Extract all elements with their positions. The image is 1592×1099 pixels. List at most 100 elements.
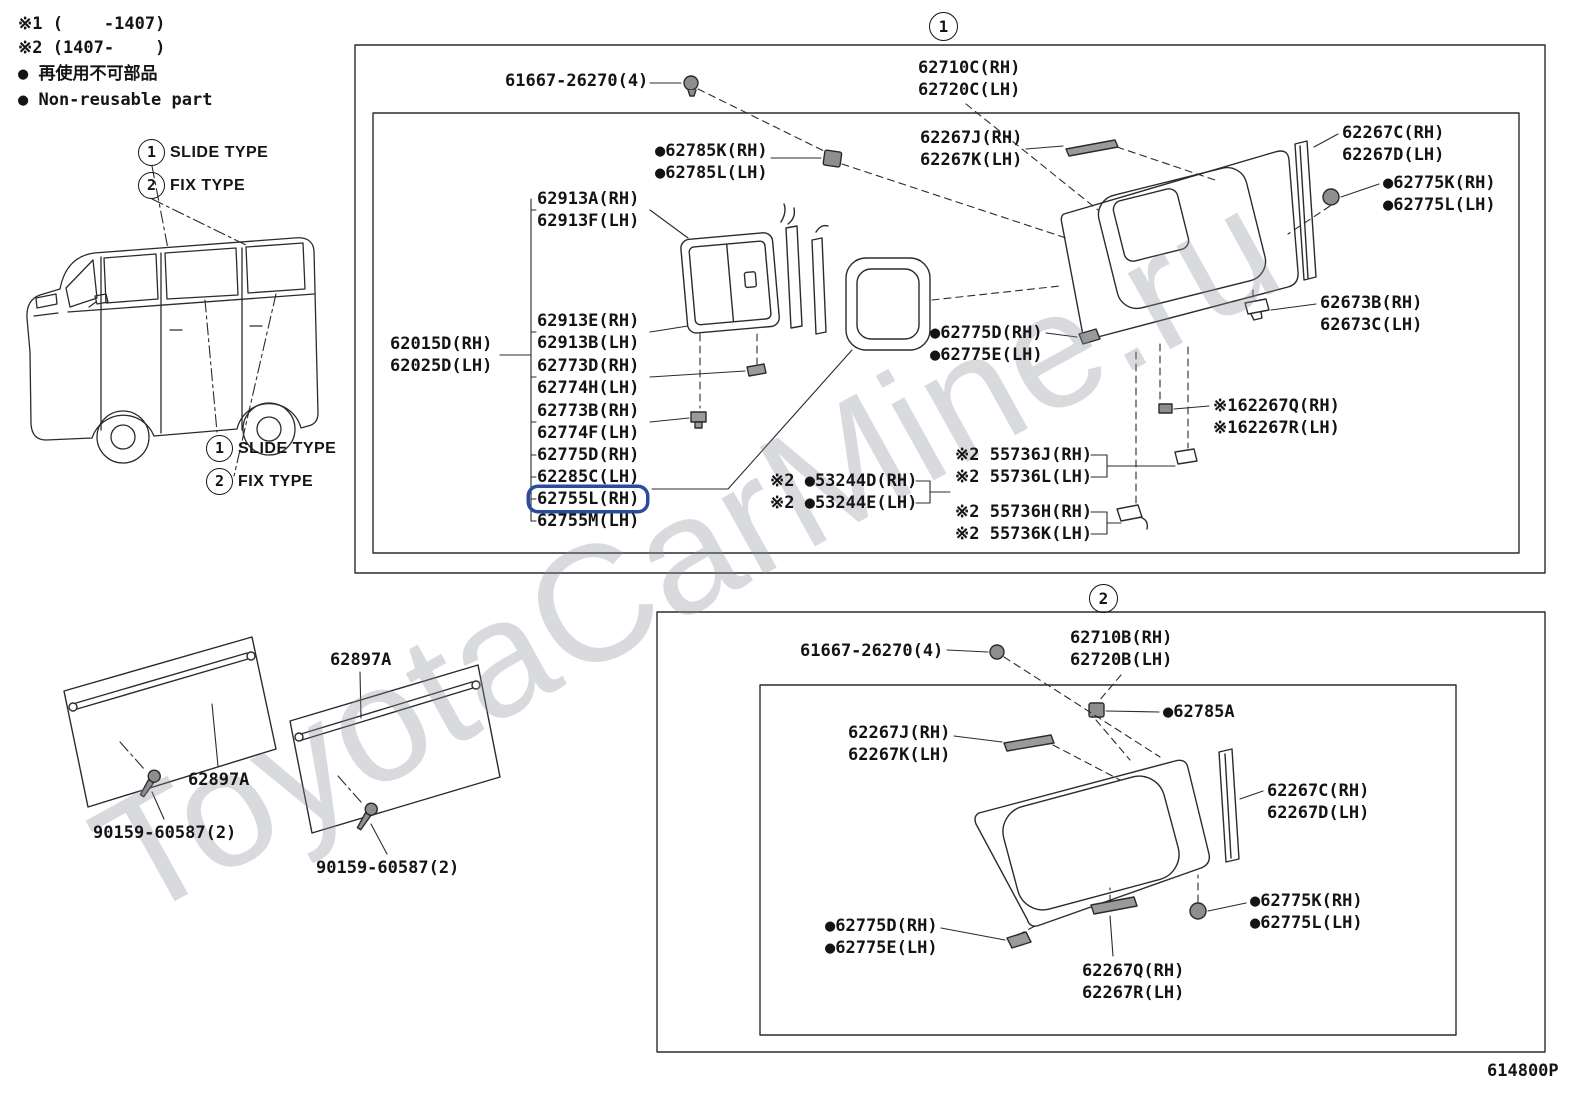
dashed-connectors-1 <box>697 88 1331 506</box>
type-marker-label: FIX TYPE <box>170 177 246 194</box>
part-number: 62267K(LH) <box>920 150 1023 170</box>
sunshade-panel-2 <box>289 664 501 834</box>
part-number: ●62775L(LH) <box>1383 195 1496 215</box>
part-label: 62267C(RH)62267D(LH) <box>1342 122 1444 166</box>
type-marker-circle: 1 <box>138 139 165 166</box>
part-label: 62267C(RH)62267D(LH) <box>1267 780 1369 824</box>
part-number: 90159-60587(2) <box>93 823 237 843</box>
rear-trim-strip-2 <box>1218 748 1240 863</box>
part-number: 62710B(RH) <box>1070 628 1173 648</box>
part-number: ●62775D(RH) <box>825 916 938 936</box>
part-number: 62267R(LH) <box>1082 983 1185 1003</box>
part-number: ※2 55736L(LH) <box>955 467 1093 487</box>
quarter-window-assembly-1 <box>1060 150 1299 340</box>
type-callout-lines <box>119 165 362 803</box>
part-label: ●62775D(RH)●62775E(LH) <box>930 322 1043 366</box>
part-label: 90159-60587(2) <box>316 857 459 879</box>
part-label: 62773D(RH)62774H(LH) <box>537 355 639 399</box>
part-number: 62774H(LH) <box>537 378 640 398</box>
screw-2 <box>356 802 378 831</box>
section-marker-circle: 1 <box>929 12 958 41</box>
part-label: ●62775K(RH)●62775L(LH) <box>1383 172 1496 216</box>
part-number: ※162267Q(RH) <box>1213 396 1340 416</box>
sunshade-panel-1 <box>63 636 277 808</box>
part-number: ●62785L(LH) <box>655 163 768 183</box>
part-number: 62720B(LH) <box>1070 650 1173 670</box>
part-number: ●62775E(LH) <box>930 345 1043 365</box>
part-label: ●62775K(RH)●62775L(LH) <box>1250 890 1363 934</box>
type-marker-label: SLIDE TYPE <box>170 144 269 161</box>
rear-trim-strip-1 <box>1294 140 1317 281</box>
part-number: 62913F(LH) <box>537 211 640 231</box>
part-number: 62025D(LH) <box>390 356 493 376</box>
small-parts-2 <box>989 644 1207 949</box>
applicability-note-2: ※2 (1407- ) <box>18 38 166 58</box>
part-number: ●62785A <box>1163 702 1235 722</box>
part-label: ※2 55736H(RH)※2 55736K(LH) <box>955 501 1092 545</box>
applicability-note-1: ※1 ( -1407) <box>18 14 166 34</box>
part-number: 61667-26270(4) <box>800 641 944 661</box>
part-number: 62673B(RH) <box>1320 293 1423 313</box>
part-number: ※2 55736K(LH) <box>955 524 1093 544</box>
part-label: 62755M(LH) <box>537 510 639 532</box>
part-label: 62285C(LH) <box>537 466 639 488</box>
part-number: 61667-26270(4) <box>505 71 649 91</box>
part-label: ●62785K(RH)●62785L(LH) <box>655 140 768 184</box>
part-number: 62774F(LH) <box>537 423 640 443</box>
part-number: ※2 55736J(RH) <box>955 445 1093 465</box>
part-number: 62267C(RH) <box>1267 781 1370 801</box>
part-label: ※2 55736J(RH)※2 55736L(LH) <box>955 444 1092 488</box>
section1-frame <box>354 44 1546 574</box>
weatherstrip-ring <box>845 257 931 351</box>
part-number: 62267C(RH) <box>1342 123 1445 143</box>
part-number: 62673C(LH) <box>1320 315 1423 335</box>
section-marker-circle: 2 <box>1089 584 1118 613</box>
part-number: 62267D(LH) <box>1267 803 1370 823</box>
nonreusable-note-jp: ● 再使用不可部品 <box>18 64 158 84</box>
part-label: 62775D(RH) <box>537 444 639 466</box>
part-number: ●62775E(LH) <box>825 938 938 958</box>
part-number: 62755M(LH) <box>537 511 640 531</box>
part-label: 90159-60587(2) <box>93 822 236 844</box>
type-marker-label: FIX TYPE <box>238 473 314 490</box>
part-label: 61667-26270(4) <box>505 70 648 92</box>
leader-lines-bottom-left <box>151 671 388 855</box>
part-number: 62897A <box>330 650 392 670</box>
part-label: 62755L(RH) <box>537 488 646 510</box>
part-number: 62773B(RH) <box>537 401 640 421</box>
part-number: 62913A(RH) <box>537 189 640 209</box>
small-parts-1 <box>683 75 1340 530</box>
page-code: 614800P <box>1487 1061 1559 1081</box>
part-number: ●62775L(LH) <box>1250 913 1363 933</box>
part-label: 62673B(RH)62673C(LH) <box>1320 292 1422 336</box>
highlighted-part-number: 62755L(RH) <box>530 488 646 510</box>
leader-lines-1 <box>499 82 1380 535</box>
part-number: ※2 ●53244D(RH) <box>770 471 918 491</box>
type-marker-circle: 2 <box>206 468 233 495</box>
part-number: ※2 ●53244E(LH) <box>770 493 918 513</box>
part-number: ●62775D(RH) <box>930 323 1043 343</box>
part-number: ※2 55736H(RH) <box>955 502 1093 522</box>
van-illustration <box>26 237 319 464</box>
part-number: ●62775K(RH) <box>1383 173 1496 193</box>
part-label: 62267Q(RH)62267R(LH) <box>1082 960 1184 1004</box>
part-label: 62897A <box>188 769 249 791</box>
sliding-window-frame <box>680 203 829 335</box>
part-label: 61667-26270(4) <box>800 640 943 662</box>
part-label: 62267J(RH)62267K(LH) <box>848 722 950 766</box>
part-number: 62267J(RH) <box>848 723 951 743</box>
part-number: 62267J(RH) <box>920 128 1023 148</box>
part-label: 62897A <box>330 649 391 671</box>
part-number: 62267Q(RH) <box>1082 961 1185 981</box>
leader-lines-2 <box>940 649 1264 957</box>
part-number: 62775D(RH) <box>537 445 640 465</box>
screw-1 <box>139 769 161 798</box>
part-number: 62773D(RH) <box>537 356 640 376</box>
part-label: ※2 ●53244D(RH)※2 ●53244E(LH) <box>770 470 917 514</box>
type-marker-circle: 1 <box>206 435 233 462</box>
part-number: 62720C(LH) <box>918 80 1021 100</box>
part-number: ※162267R(LH) <box>1213 418 1340 438</box>
part-label: 62913A(RH)62913F(LH) <box>537 188 639 232</box>
